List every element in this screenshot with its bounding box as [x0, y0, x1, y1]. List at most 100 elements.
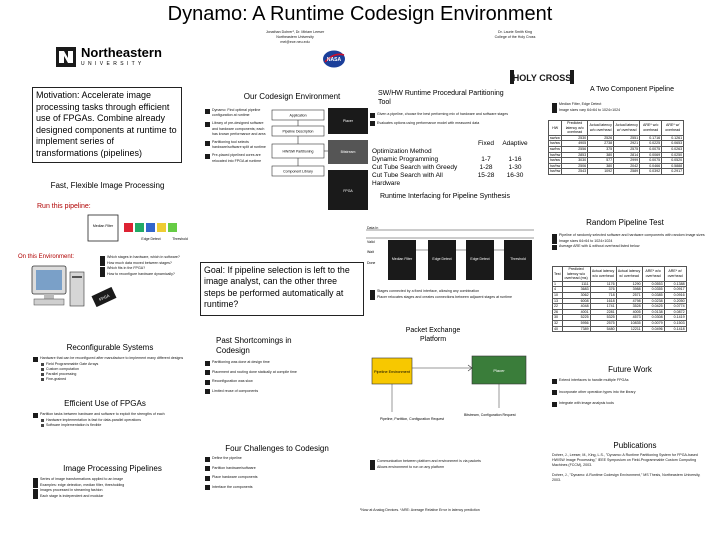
future-bullet: Extend interfaces to handle multiple FPG…: [552, 378, 710, 384]
right-author-name: Dr. Laurie Smith King: [498, 30, 532, 34]
bullet-square-icon: [205, 121, 210, 127]
input-stage-2: Edge Detect: [141, 237, 160, 241]
interface-stage-4: Threshold: [510, 257, 526, 261]
left-author-email: mel@ece.neu.edu: [280, 40, 310, 45]
image-pipelines-title: Image Processing Pipelines: [63, 464, 162, 473]
challenges-bullet: Place hardware components: [205, 475, 365, 481]
codesign-bullet: Library of pre-designed software and har…: [205, 121, 269, 137]
input-stage-3: Threshold: [172, 237, 188, 241]
diagram-partitioning: HW/SW Partitioning: [283, 150, 314, 154]
random-test-bullets: Pipeline of randomly selected software a…: [552, 233, 707, 250]
left-author-affil: Northeastern University: [276, 35, 314, 40]
shortcomings-bullets: Partitioning was done at design time Pla…: [205, 360, 365, 394]
diagram-bitstream: Bitstream: [341, 150, 356, 154]
reconfigurable-bullet: Hardware that can be reconfigured after …: [33, 356, 193, 362]
partitioning-bullet: Given a pipeline, choose the best perfor…: [370, 112, 530, 118]
bullet-square-icon: [100, 255, 105, 261]
two-component-bullets: Median Filter, Edge Detect Image sizes v…: [552, 102, 702, 113]
image-pipelines-bullets: Series of image transformations applied …: [33, 477, 193, 499]
random-bullet: Image sizes 64×64 to 1024×1024: [552, 239, 707, 244]
two-component-bullet: Median Filter, Edge Detect: [552, 102, 702, 108]
bullet-square-icon: [205, 475, 210, 481]
bullet-square-icon: [205, 485, 210, 490]
challenges-bullet: Define the pipeline: [205, 456, 365, 462]
codesign-bullet: Partitioning tool selects hardware/softw…: [205, 140, 269, 150]
bullet-square-icon: [370, 289, 375, 295]
publications-text: Dohrer, J., Leeser, M., King, L.S., "Dyn…: [552, 453, 710, 483]
bullet-square-icon: [552, 401, 557, 407]
shortcomings-bullet: Limited reuse of components: [205, 389, 365, 394]
signal-done: Done: [367, 261, 375, 265]
interface-bullet: Placer relocates stages and creates conn…: [370, 295, 538, 300]
diagram-library: Component Library: [283, 170, 313, 174]
publications-title: Publications: [613, 441, 657, 450]
partitioning-title: SW/HW Runtime Procedural Partitioning To…: [378, 90, 504, 106]
random-bullet: Average ARE with & without overhead list…: [552, 244, 707, 250]
random-bullet: Pipeline of randomly selected software a…: [552, 233, 707, 239]
future-bullet: Incorporate other operation types into t…: [552, 390, 710, 395]
right-authors: Dr. Laurie Smith King College of the Hol…: [440, 30, 590, 40]
packet-label-left: Pipeline, Partition, Configuration Reque…: [380, 417, 444, 421]
efficient-title: Efficient Use of FPGAs: [64, 399, 146, 408]
codesign-bullet: Pre-placed pipelined cores are relocated…: [205, 153, 269, 163]
random-test-title: Random Pipeline Test: [586, 218, 664, 227]
efficient-bullet: Partition tasks between hardware and sof…: [33, 412, 193, 418]
left-authors: Jonathan Dohrer¹, Dr. Miriam Leeser Nort…: [215, 30, 375, 46]
signal-valid: Valid: [367, 240, 375, 244]
env-bullet: How to reconfigure hardware dynamically?: [100, 272, 185, 277]
bullet-square-icon: [100, 266, 105, 272]
bullet-square-icon: [370, 121, 375, 126]
diagram-pipeline-desc: Pipeline Description: [283, 130, 314, 134]
interface-stage-3: Edge Detect: [470, 257, 489, 261]
bullet-square-icon: [370, 459, 375, 465]
runtime-interface-title: Runtime Interfacing for Pipeline Synthes…: [380, 193, 510, 200]
optimization-header: Fixed Adaptive: [478, 140, 528, 147]
holy-cross-logo: HOLY CROSS: [506, 66, 578, 88]
pipelines-bullet: Each stage is independent and modular: [33, 494, 193, 499]
bullet-square-icon: [33, 356, 38, 362]
packet-label-right: Bitstream, Configuration Request: [464, 413, 516, 417]
publication-2: Dohrer, J., "Dynamo: A Runtime Codesign …: [552, 472, 701, 482]
partitioning-bullets: Given a pipeline, choose the best perfor…: [370, 112, 530, 126]
shortcomings-title: Past Shortcomings in Codesign: [216, 336, 292, 355]
interface-bullet: Stages connected by a fixed interface, a…: [370, 289, 538, 295]
codesign-flow-diagram: Application Pipeline Description HW/SW P…: [270, 104, 370, 216]
reconfigurable-sub: Custom computation: [33, 367, 193, 372]
efficient-sub: Hardware implementation is fast for data…: [33, 418, 193, 423]
bullet-square-icon: [552, 244, 557, 250]
fpga-label: FPGA: [98, 293, 110, 302]
challenges-bullets: Define the pipeline Partition hardware/s…: [205, 456, 365, 490]
optimization-row: Optimization Method: [372, 148, 432, 155]
nasa-meatball-icon: NASA: [323, 50, 345, 68]
bullet-square-icon: [205, 389, 210, 394]
packet-exchange-title: Packet Exchange Platform: [405, 327, 461, 343]
university-crest-icon: [56, 47, 76, 67]
reconfigurable-sub: Parallel processing: [33, 372, 193, 377]
codesign-env-bullets: Dynamo: Find optimal pipeline configurat…: [205, 108, 269, 164]
fast-flexible-title: Fast, Flexible Image Processing: [50, 181, 165, 190]
partitioning-bullet: Evaluates options using performance mode…: [370, 121, 530, 126]
bullet-square-icon: [33, 488, 38, 494]
signal-data-in: Data In: [367, 226, 378, 230]
future-work-bullets: Extend interfaces to handle multiple FPG…: [552, 378, 710, 407]
poster-title: Dynamo: A Runtime Codesign Environment: [167, 3, 553, 25]
reconfigurable-sub: Fine-grained: [33, 377, 193, 382]
pipelines-bullet: Examples: edge detection, median filter,…: [33, 483, 193, 488]
left-author-names: Jonathan Dohrer¹, Dr. Miriam Leeser: [265, 30, 325, 34]
two-component-bullet: Image sizes vary 64×64 to 1024×1024: [552, 108, 702, 113]
bullet-square-icon: [205, 379, 210, 385]
goal-box: Goal: If pipeline selection is left to t…: [200, 262, 364, 316]
interface-stage-2: Edge Detect: [432, 257, 451, 261]
